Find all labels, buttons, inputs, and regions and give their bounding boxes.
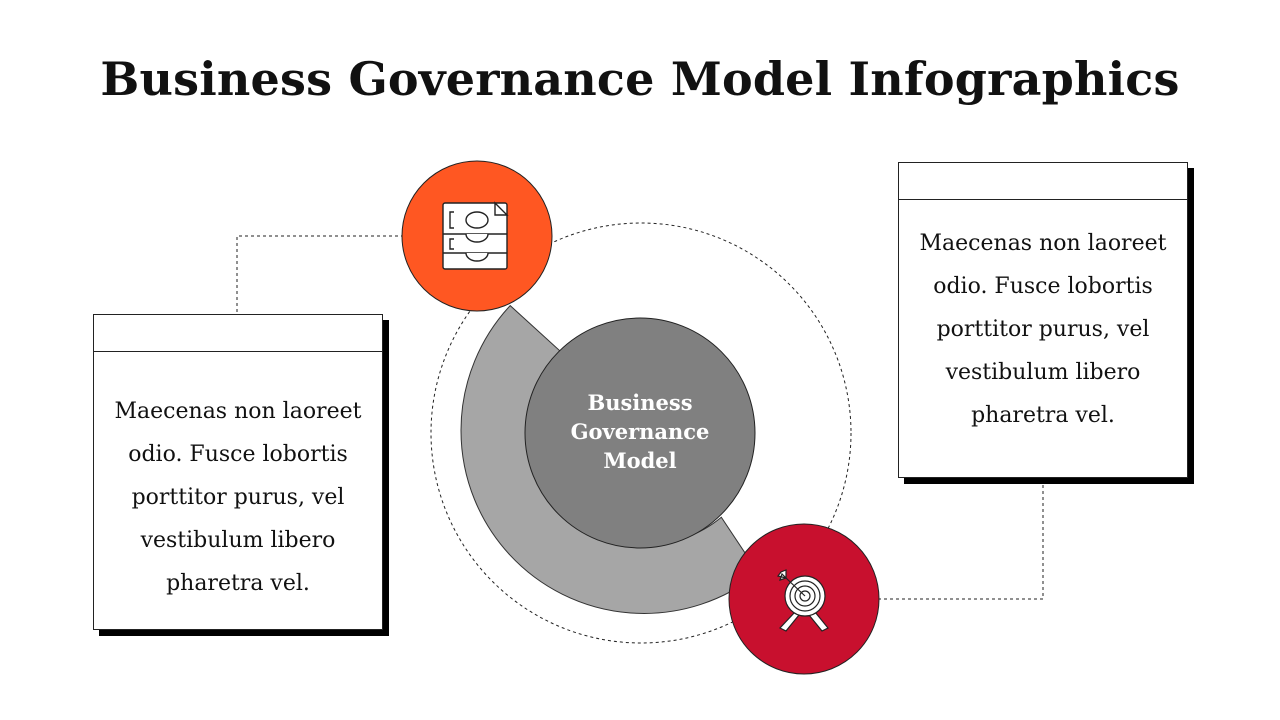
page-title: Business Governance Model Infographics: [100, 52, 1180, 106]
center-label: Business Governance Model: [540, 388, 740, 475]
document-files-icon: [442, 201, 509, 270]
target-arrow-icon: [776, 569, 829, 632]
center-circle: [524, 317, 756, 549]
right-card-body: Maecenas non laoreet odio. Fusce loborti…: [919, 231, 1167, 428]
left-card-header: [94, 315, 382, 352]
right-card-header: [899, 163, 1187, 200]
center-label-line1: Business: [587, 390, 693, 415]
right-connector-line: [878, 477, 1044, 600]
right-text-card: Maecenas non laoreet odio. Fusce loborti…: [898, 162, 1188, 478]
center-label-line3: Model: [603, 448, 677, 473]
center-label-line2: Governance: [570, 419, 710, 444]
left-text-card: Maecenas non laoreet odio. Fusce loborti…: [93, 314, 383, 630]
left-connector-line: [236, 235, 404, 315]
left-card-body: Maecenas non laoreet odio. Fusce loborti…: [114, 399, 362, 596]
outer-dashed-orbit: [430, 222, 852, 644]
